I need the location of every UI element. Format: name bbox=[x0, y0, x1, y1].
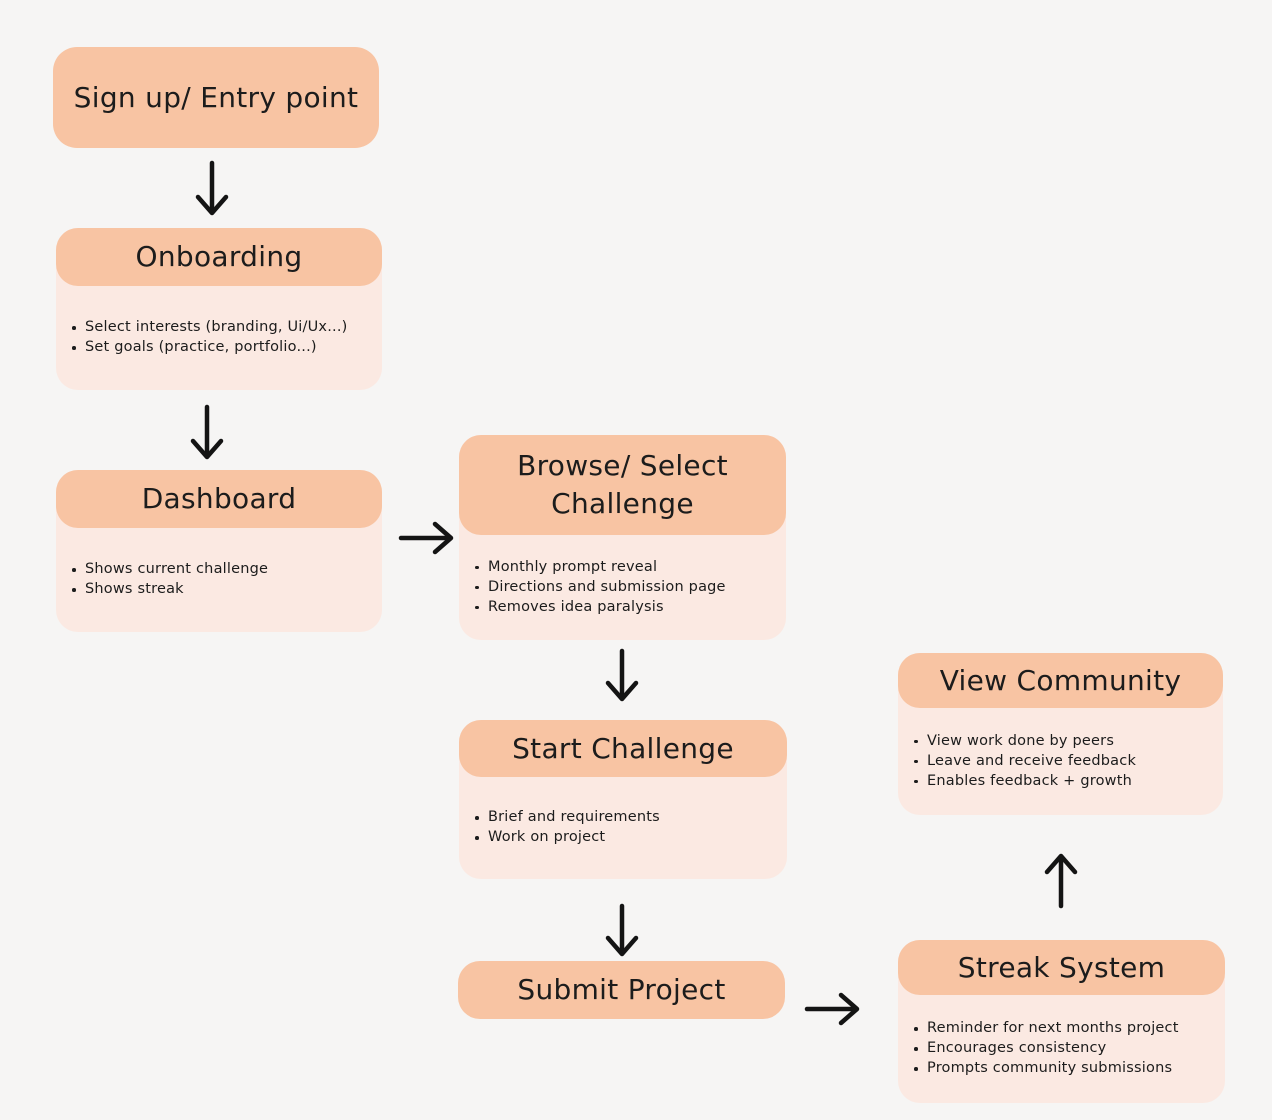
bullet-item: Brief and requirements bbox=[473, 807, 771, 827]
node-onboarding-body: Select interests (branding, Ui/Ux...)Set… bbox=[56, 286, 382, 390]
node-onboarding[interactable]: Onboarding Select interests (branding, U… bbox=[56, 228, 382, 390]
bullet-item: Prompts community submissions bbox=[912, 1058, 1209, 1078]
bullet-item: Shows current challenge bbox=[70, 559, 366, 579]
node-browse-header: Browse/ Select Challenge bbox=[459, 435, 786, 535]
node-community-title: View Community bbox=[939, 663, 1182, 697]
node-start-header: Start Challenge bbox=[459, 720, 787, 777]
node-onboarding-title: Onboarding bbox=[135, 240, 303, 274]
arrow-onboarding-to-dashboard bbox=[190, 404, 224, 460]
node-onboarding-bullets: Select interests (branding, Ui/Ux...)Set… bbox=[70, 317, 366, 357]
node-browse[interactable]: Browse/ Select Challenge Monthly prompt … bbox=[459, 435, 786, 640]
node-streak-title: Streak System bbox=[957, 950, 1166, 984]
node-signup-title: Sign up/ Entry point bbox=[73, 80, 359, 114]
bullet-item: Set goals (practice, portfolio...) bbox=[70, 337, 366, 357]
node-streak-header: Streak System bbox=[898, 940, 1225, 995]
arrow-browse-to-start bbox=[605, 648, 639, 702]
node-onboarding-header: Onboarding bbox=[56, 228, 382, 286]
arrow-signup-to-onboarding bbox=[195, 160, 229, 216]
bullet-item: Work on project bbox=[473, 827, 771, 847]
node-signup[interactable]: Sign up/ Entry point bbox=[53, 47, 379, 148]
bullet-item: Directions and submission page bbox=[473, 577, 770, 597]
bullet-item: View work done by peers bbox=[912, 731, 1207, 751]
node-submit[interactable]: Submit Project bbox=[458, 961, 785, 1019]
arrow-dashboard-to-browse bbox=[398, 521, 454, 555]
node-start-title: Start Challenge bbox=[512, 731, 734, 765]
bullet-item: Removes idea paralysis bbox=[473, 597, 770, 617]
arrow-submit-to-streak bbox=[804, 992, 860, 1026]
node-community-header: View Community bbox=[898, 653, 1223, 708]
arrow-streak-to-community bbox=[1044, 853, 1078, 909]
node-streak[interactable]: Streak System Reminder for next months p… bbox=[898, 940, 1225, 1103]
bullet-item: Select interests (branding, Ui/Ux...) bbox=[70, 317, 366, 337]
node-dashboard-title: Dashboard bbox=[141, 482, 297, 516]
node-signup-header: Sign up/ Entry point bbox=[53, 47, 379, 148]
bullet-item: Leave and receive feedback bbox=[912, 751, 1207, 771]
bullet-item: Monthly prompt reveal bbox=[473, 557, 770, 577]
node-dashboard-header: Dashboard bbox=[56, 470, 382, 528]
bullet-item: Reminder for next months project bbox=[912, 1018, 1209, 1038]
bullet-item: Enables feedback + growth bbox=[912, 771, 1207, 791]
node-browse-title: Browse/ Select Challenge bbox=[517, 449, 728, 520]
arrow-start-to-submit bbox=[605, 903, 639, 957]
node-submit-title: Submit Project bbox=[517, 973, 726, 1007]
bullet-item: Shows streak bbox=[70, 579, 366, 599]
node-submit-header: Submit Project bbox=[458, 961, 785, 1019]
bullet-item: Encourages consistency bbox=[912, 1038, 1209, 1058]
